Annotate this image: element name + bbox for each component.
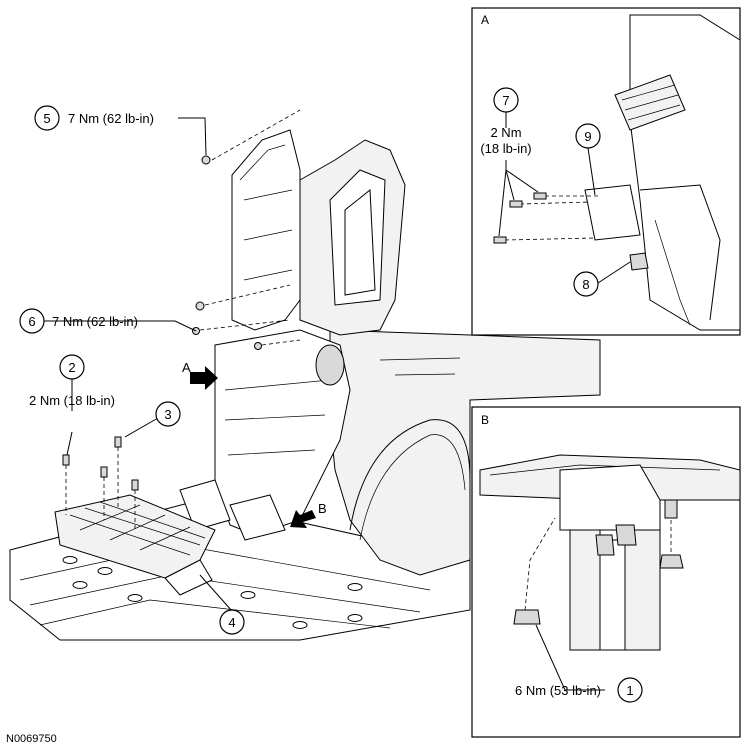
callout-8-circle bbox=[573, 271, 599, 297]
callout-1-torque: 6 Nm (53 lb-in) bbox=[515, 683, 601, 698]
callout-3-circle bbox=[155, 401, 181, 427]
callout-9-number: 9 bbox=[584, 129, 591, 144]
callout-4-number: 4 bbox=[228, 615, 235, 630]
fastener-6-upper bbox=[195, 284, 291, 311]
callout-8-number: 8 bbox=[582, 277, 589, 292]
callout-2-torque: 2 Nm (18 lb-in) bbox=[29, 393, 115, 408]
view-arrow-a bbox=[190, 366, 218, 390]
view-arrow-a-label: A bbox=[182, 360, 191, 375]
lower-duct bbox=[179, 329, 351, 541]
fastener-5 bbox=[201, 109, 301, 165]
detail-panel-b-label: B bbox=[481, 413, 489, 427]
view-arrow-b bbox=[290, 510, 316, 528]
detail-panel-a-label: A bbox=[481, 13, 489, 27]
callout-7-torque-line1: 2 Nm bbox=[490, 125, 521, 140]
callout-3-number: 3 bbox=[164, 407, 171, 422]
callout-4: 4 bbox=[219, 609, 245, 635]
diagram-id: N0069750 bbox=[6, 733, 57, 745]
callout-2: 2 2 Nm (18 lb-in) bbox=[29, 354, 115, 408]
callout-8: 8 bbox=[573, 271, 599, 297]
callout-1-number: 1 bbox=[626, 683, 633, 698]
pillar-trim bbox=[231, 129, 406, 336]
callout-9: 9 bbox=[575, 123, 601, 149]
callout-3: 3 bbox=[155, 401, 181, 427]
main-view bbox=[9, 109, 601, 641]
callout-2-circle bbox=[59, 354, 85, 380]
storage-tray bbox=[54, 494, 216, 596]
callout-1-circle bbox=[617, 677, 643, 703]
callout-7: 7 2 Nm (18 lb-in) bbox=[480, 87, 532, 156]
callout-6: 6 7 Nm (62 lb-in) bbox=[19, 308, 138, 334]
callout-7-circle bbox=[493, 87, 519, 113]
callout-7-torque-line2: (18 lb-in) bbox=[480, 141, 531, 156]
callout-5-torque: 7 Nm (62 lb-in) bbox=[68, 111, 154, 126]
detail-panel-b bbox=[471, 406, 741, 738]
callout-5: 5 7 Nm (62 lb-in) bbox=[34, 105, 154, 131]
fastener-3 bbox=[114, 436, 122, 510]
view-arrow-b-label: B bbox=[318, 501, 327, 516]
callout-1: 1 6 Nm (53 lb-in) bbox=[515, 677, 643, 703]
callout-6-torque: 7 Nm (62 lb-in) bbox=[52, 314, 138, 329]
fasteners-2 bbox=[62, 454, 139, 530]
main-leaders bbox=[44, 117, 233, 612]
callout-6-number: 6 bbox=[28, 314, 35, 329]
callout-9-circle bbox=[575, 123, 601, 149]
callout-2-number: 2 bbox=[68, 360, 75, 375]
callout-6-circle bbox=[19, 308, 45, 334]
detail-panel-a bbox=[471, 7, 741, 336]
callout-5-circle bbox=[34, 105, 60, 131]
callout-5-number: 5 bbox=[43, 111, 50, 126]
callout-4-circle bbox=[219, 609, 245, 635]
quarter-panel bbox=[329, 329, 601, 576]
callout-7-number: 7 bbox=[502, 93, 509, 108]
